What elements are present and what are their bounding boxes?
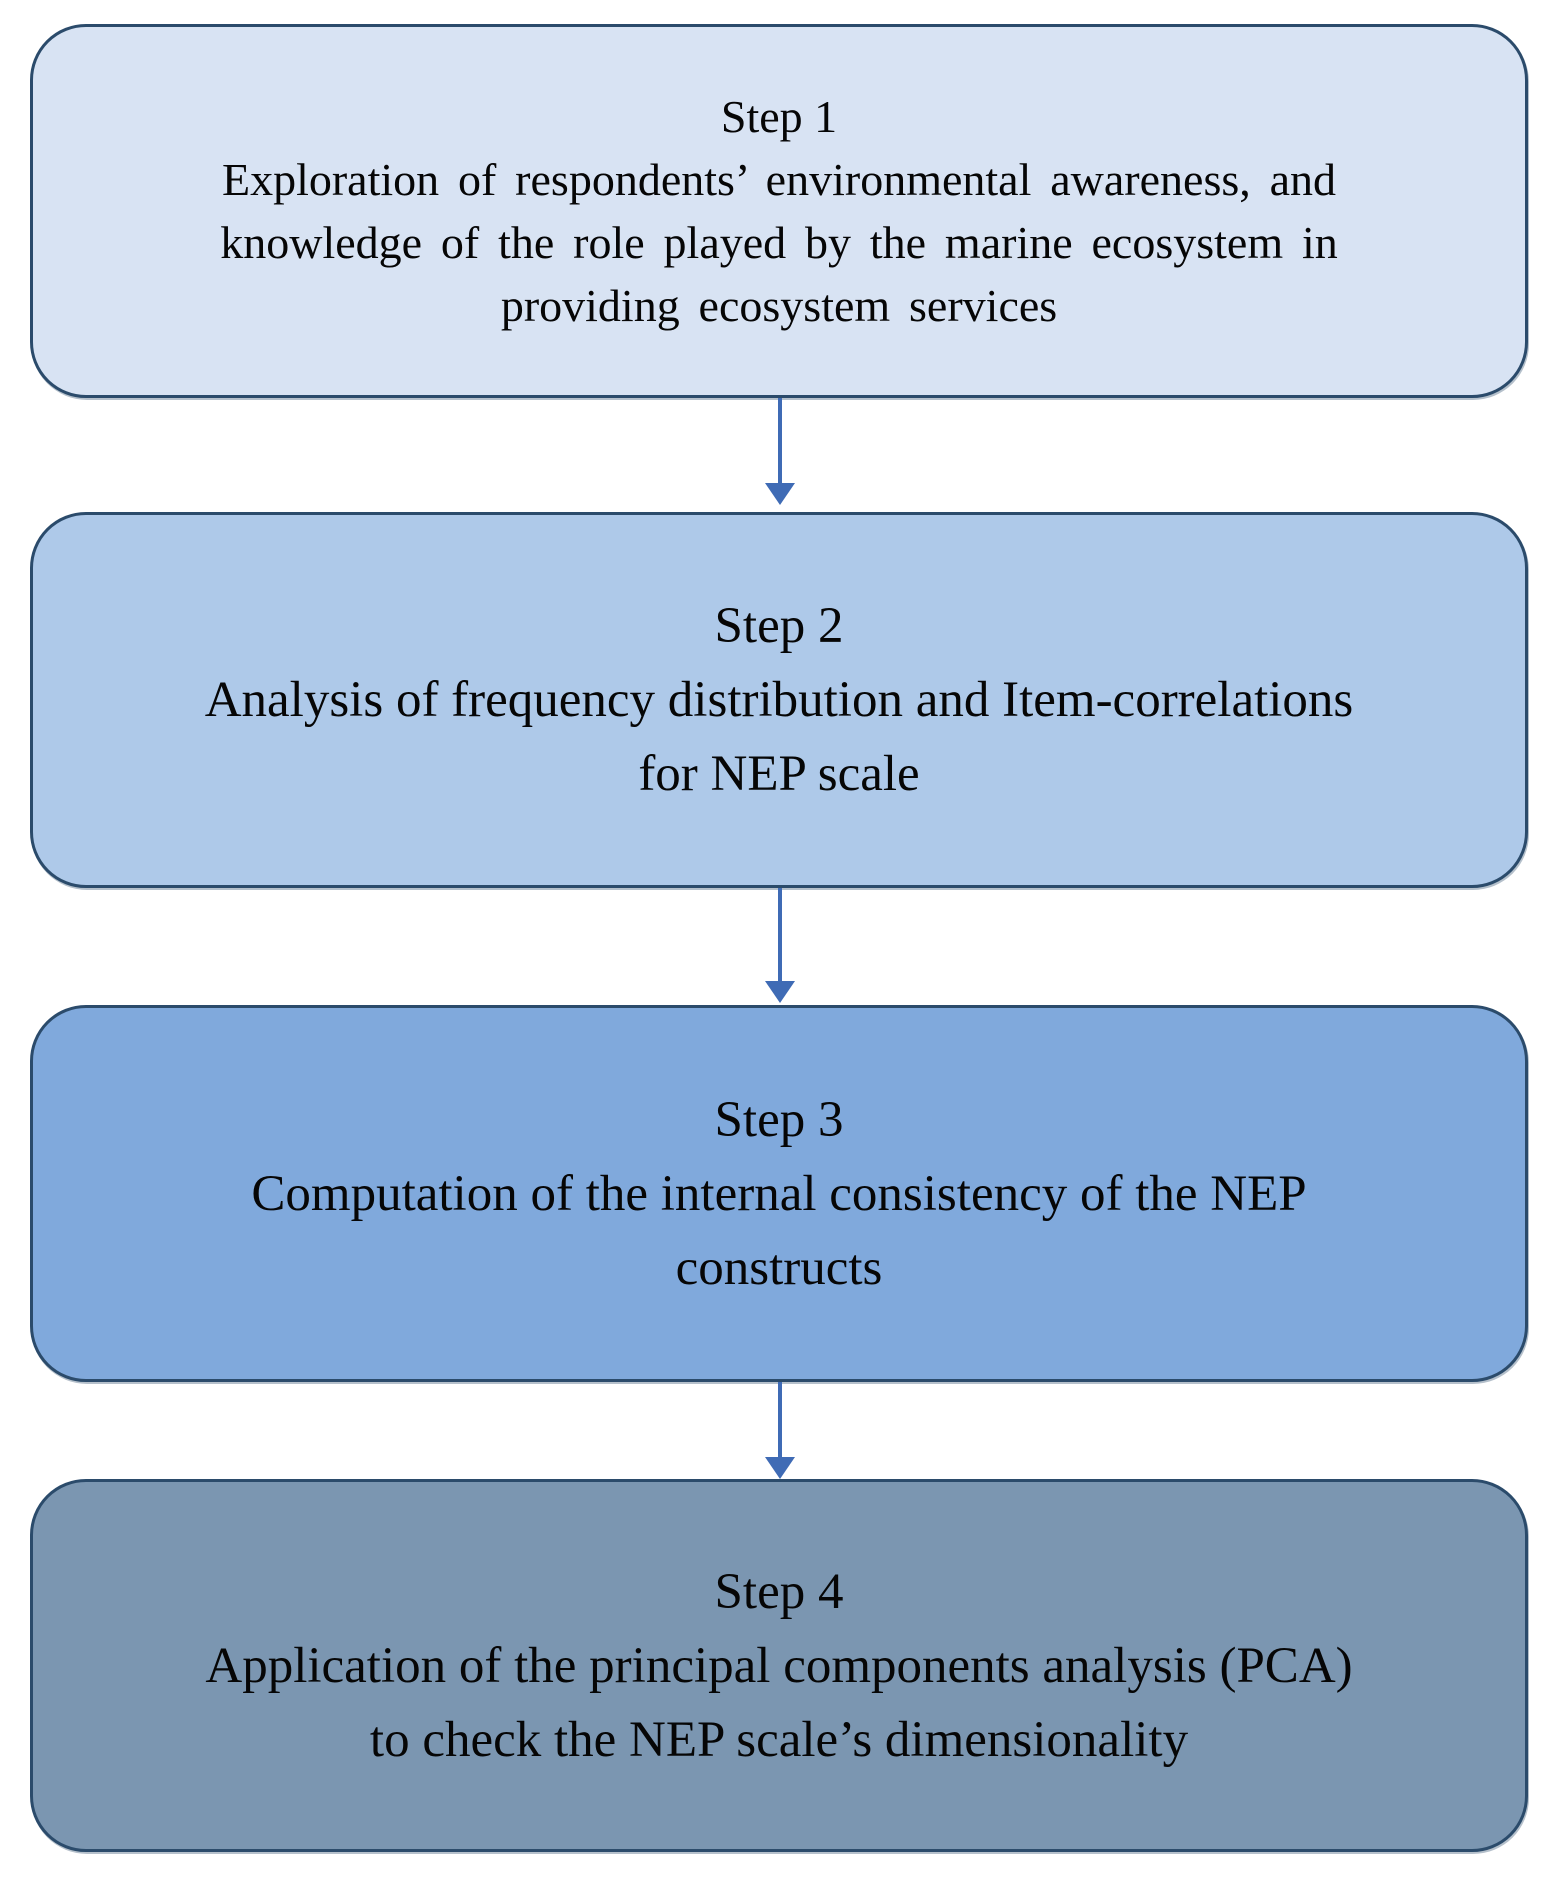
step-1-box: Step 1 Exploration of respondents’ envir… [30,24,1528,398]
step-2-line-2: for NEP scale [638,746,920,802]
step-4-line-1: Application of the principal components … [205,1637,1353,1694]
step-4-line-2: to check the NEP scale’s dimensionality [369,1711,1189,1768]
step-3-line-1: Computation of the internal consistency … [251,1165,1307,1222]
step-1-line-2: knowledge of the role played by the mari… [220,217,1338,268]
arrow-down-icon [0,398,1550,505]
arrow-head-icon [765,981,795,1003]
arrow-down-icon [0,1382,1550,1479]
step-3-box: Step 3 Computation of the internal consi… [30,1005,1528,1382]
arrow-stem [778,398,782,486]
arrow-stem [778,1382,782,1460]
step-2-title: Step 2 [714,598,844,654]
step-4-box: Step 4 Application of the principal comp… [30,1479,1528,1852]
step-2-line-1: Analysis of frequency distribution and I… [204,672,1354,728]
step-1-line-1: Exploration of respondents’ environmenta… [221,154,1337,205]
arrow-stem [778,888,782,984]
step-1-title: Step 1 [720,91,838,142]
step-2-box: Step 2 Analysis of frequency distributio… [30,512,1528,888]
step-3-line-2: constructs [675,1239,883,1296]
arrow-down-icon [0,888,1550,1003]
step-1-line-3: providing ecosystem services [500,280,1058,331]
arrow-head-icon [765,483,795,505]
step-4-title: Step 4 [714,1563,844,1620]
step-3-title: Step 3 [714,1091,844,1148]
arrow-head-icon [765,1457,795,1479]
